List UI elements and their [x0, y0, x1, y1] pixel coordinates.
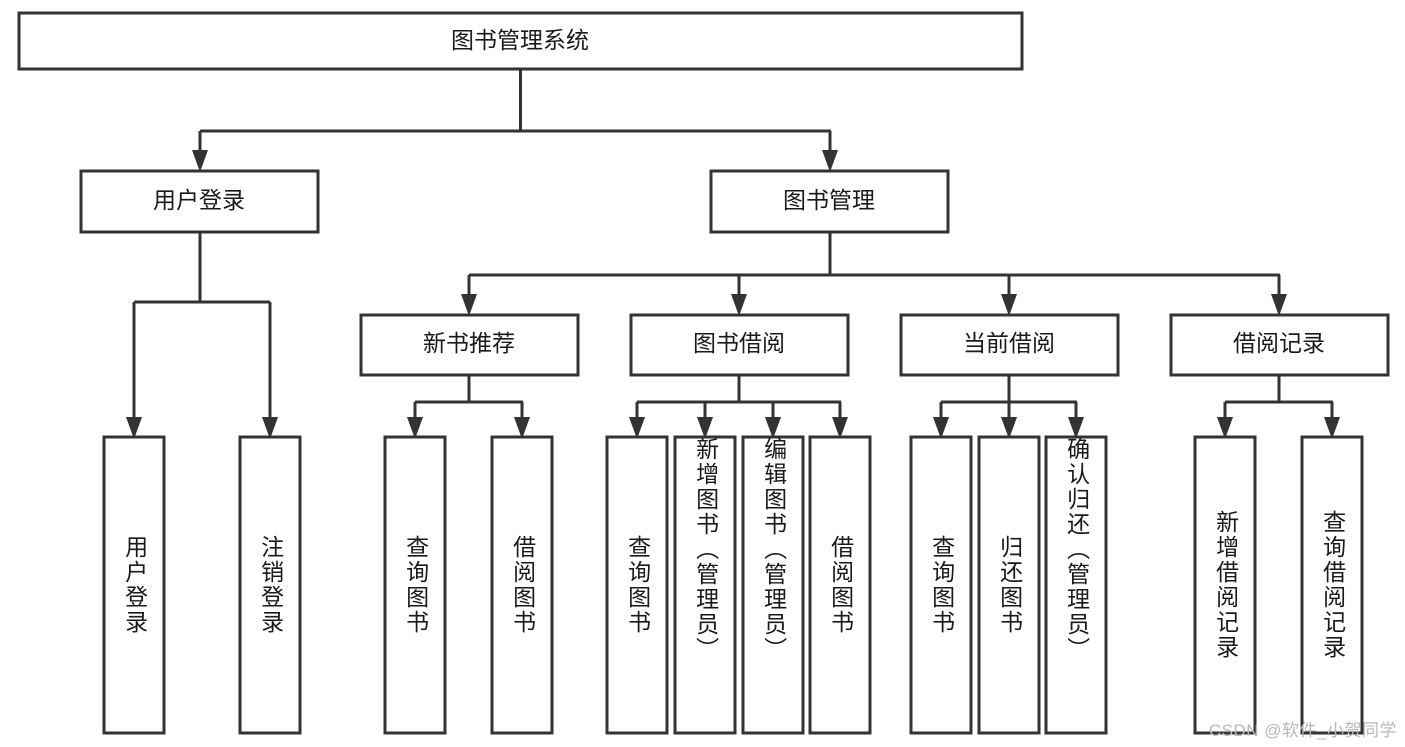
node-borrow-record-label: 借阅记录: [1233, 330, 1325, 356]
node-leaf-borrow-book-2-box[interactable]: [808, 435, 872, 735]
node-book-borrow[interactable]: 图书借阅: [629, 313, 850, 377]
node-book-borrow-label: 图书借阅: [693, 330, 785, 356]
node-new-book-recommend-label: 新书推荐: [423, 330, 515, 356]
node-new-book-recommend[interactable]: 新书推荐: [359, 313, 580, 377]
node-user-login-box[interactable]: [79, 169, 320, 234]
arrowhead-icon: [514, 417, 530, 439]
node-user-login-label: 用户登录: [153, 187, 245, 213]
node-leaf-add-book-box[interactable]: [673, 435, 737, 735]
node-book-borrow-box[interactable]: [629, 313, 850, 377]
arrowhead-icon: [1324, 417, 1340, 439]
connector-borrowrecord-to-leaves: [1223, 376, 1334, 419]
node-current-borrow-box[interactable]: [899, 313, 1120, 377]
arrowhead-icon: [822, 150, 838, 172]
node-user-login[interactable]: 用户登录: [79, 169, 320, 234]
node-leaf-query-record-box[interactable]: [1300, 435, 1364, 735]
node-leaf-add-record-box[interactable]: [1193, 435, 1257, 735]
arrowhead-icon: [407, 417, 423, 439]
arrowhead-icon: [192, 150, 208, 172]
node-leaf-logout-box[interactable]: [238, 435, 302, 735]
node-root-system-label: 图书管理系统: [451, 27, 589, 53]
arrowhead-icon: [1271, 294, 1287, 316]
node-book-management-box[interactable]: [709, 169, 950, 234]
node-leaf-return-book-box[interactable]: [977, 435, 1041, 735]
node-book-management-label: 图书管理: [783, 187, 875, 213]
node-root-system[interactable]: 图书管理系统: [17, 11, 1024, 71]
node-leaf-query-book-3-box[interactable]: [909, 435, 973, 735]
node-borrow-record-box[interactable]: [1169, 313, 1390, 377]
arrowhead-icon: [1001, 417, 1017, 439]
connector-newbook-to-leaves: [413, 376, 524, 419]
node-root-system-box[interactable]: [17, 11, 1024, 71]
arrowhead-icon: [629, 417, 645, 439]
arrowhead-icon: [933, 417, 949, 439]
connector-bookmgmt-to-level3-bus: [467, 233, 1281, 296]
arrowhead-icon: [765, 417, 781, 439]
arrowhead-icon: [262, 417, 278, 439]
connector-group: [132, 70, 1334, 419]
connector-currentborrow-to-leaves: [939, 376, 1078, 419]
arrowhead-group: [126, 150, 1340, 439]
node-book-management[interactable]: 图书管理: [709, 169, 950, 234]
arrowhead-icon: [697, 417, 713, 439]
node-leaf-query-book-2-box[interactable]: [605, 435, 669, 735]
node-leaf-edit-book-box[interactable]: [741, 435, 805, 735]
arrowhead-icon: [461, 294, 477, 316]
arrowhead-icon: [1217, 417, 1233, 439]
arrowhead-icon: [1068, 417, 1084, 439]
node-current-borrow-label: 当前借阅: [963, 330, 1055, 356]
node-borrow-record[interactable]: 借阅记录: [1169, 313, 1390, 377]
arrowhead-icon: [832, 417, 848, 439]
connector-bookborrow-to-leaves: [635, 376, 842, 419]
connector-userlogin-to-leaves: [132, 233, 272, 419]
csdn-watermark: CSDN @软件_小贺同学: [1208, 721, 1397, 740]
node-leaf-query-book-1-box[interactable]: [383, 435, 447, 735]
node-leaf-user-login-box[interactable]: [102, 435, 166, 735]
node-current-borrow[interactable]: 当前借阅: [899, 313, 1120, 377]
arrowhead-icon: [126, 417, 142, 439]
node-leaf-confirm-return-box[interactable]: [1044, 435, 1108, 735]
connector-root-to-level2-bus: [198, 70, 832, 152]
arrowhead-icon: [731, 294, 747, 316]
node-leaf-borrow-book-1-box[interactable]: [490, 435, 554, 735]
node-new-book-recommend-box[interactable]: [359, 313, 580, 377]
arrowhead-icon: [1001, 294, 1017, 316]
